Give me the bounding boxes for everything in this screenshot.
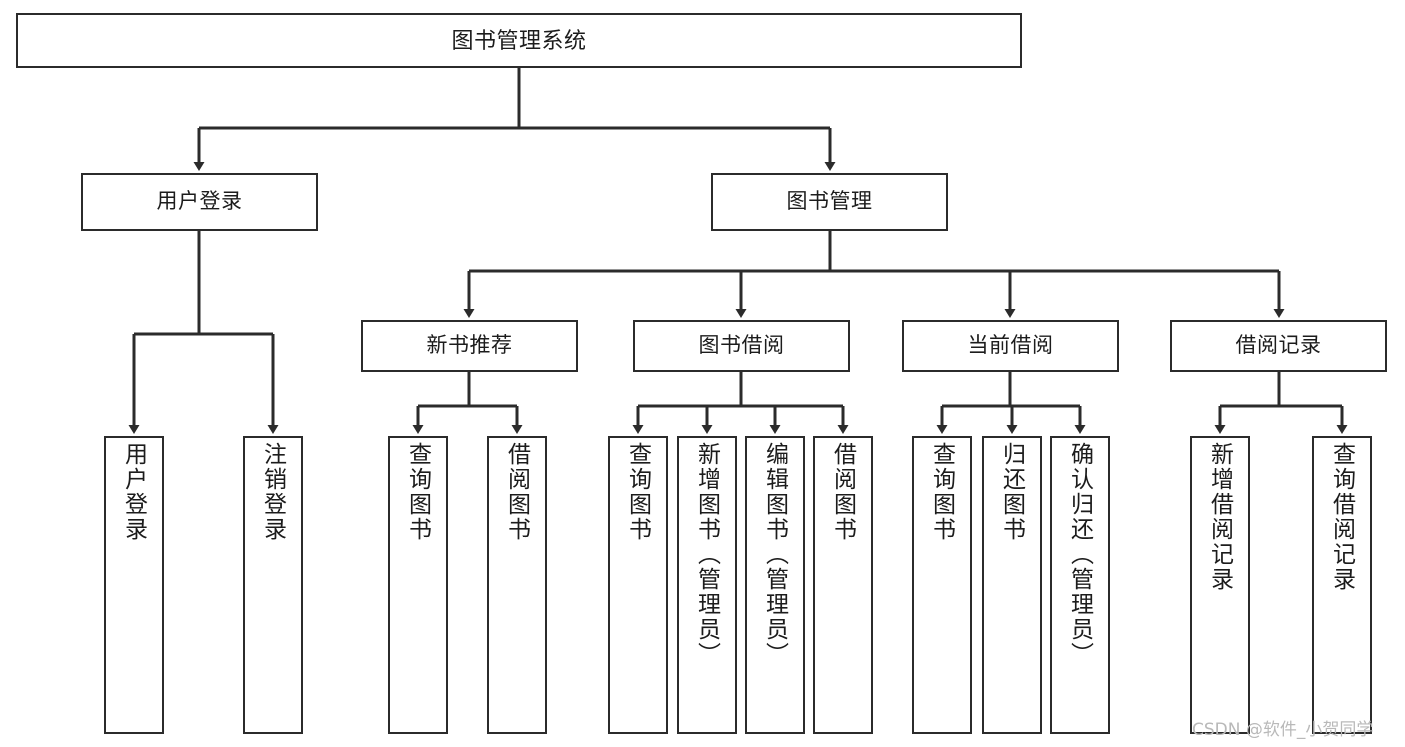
node-leaf-return-book[interactable]: 归还图书 [982, 436, 1042, 734]
watermark-text: CSDN @软件_小贺同学 [1192, 720, 1374, 740]
node-user-login[interactable]: 用户登录 [81, 173, 318, 231]
node-new-book-recommend-label: 新书推荐 [426, 333, 513, 357]
node-current-borrow-label: 当前借阅 [967, 333, 1054, 357]
node-leaf-query-book-2-label: 查询图书 [625, 442, 652, 542]
node-book-borrow[interactable]: 图书借阅 [633, 320, 850, 372]
node-book-manage-label: 图书管理 [786, 189, 873, 213]
node-leaf-add-borrow-record-label: 新增借阅记录 [1207, 442, 1234, 592]
node-leaf-query-book-1-label: 查询图书 [405, 442, 432, 542]
node-leaf-query-book-1[interactable]: 查询图书 [388, 436, 448, 734]
node-borrow-record-label: 借阅记录 [1235, 333, 1322, 357]
node-leaf-borrow-book-1[interactable]: 借阅图书 [487, 436, 547, 734]
node-current-borrow[interactable]: 当前借阅 [902, 320, 1119, 372]
node-book-borrow-label: 图书借阅 [698, 333, 785, 357]
node-leaf-borrow-book-1-label: 借阅图书 [504, 442, 531, 542]
node-new-book-recommend[interactable]: 新书推荐 [361, 320, 578, 372]
node-leaf-return-book-label: 归还图书 [999, 442, 1026, 542]
node-root[interactable]: 图书管理系统 [16, 13, 1022, 68]
node-leaf-edit-book[interactable]: 编辑图书（管理员） [745, 436, 805, 734]
node-leaf-add-borrow-record[interactable]: 新增借阅记录 [1190, 436, 1250, 734]
node-leaf-add-book-label: 新增图书（管理员） [694, 442, 721, 667]
node-leaf-confirm-return-label: 确认归还（管理员） [1067, 442, 1094, 667]
node-leaf-query-book-2[interactable]: 查询图书 [608, 436, 668, 734]
node-leaf-query-book-3[interactable]: 查询图书 [912, 436, 972, 734]
node-borrow-record[interactable]: 借阅记录 [1170, 320, 1387, 372]
node-leaf-borrow-book-2[interactable]: 借阅图书 [813, 436, 873, 734]
node-leaf-query-borrow-record[interactable]: 查询借阅记录 [1312, 436, 1372, 734]
node-leaf-query-book-3-label: 查询图书 [929, 442, 956, 542]
node-leaf-user-login-label: 用户登录 [121, 442, 148, 542]
node-leaf-edit-book-label: 编辑图书（管理员） [762, 442, 789, 667]
node-leaf-borrow-book-2-label: 借阅图书 [830, 442, 857, 542]
node-book-manage[interactable]: 图书管理 [711, 173, 948, 231]
node-leaf-user-logout-label: 注销登录 [260, 442, 287, 542]
node-leaf-add-book[interactable]: 新增图书（管理员） [677, 436, 737, 734]
node-leaf-query-borrow-record-label: 查询借阅记录 [1329, 442, 1356, 592]
node-user-login-label: 用户登录 [156, 189, 243, 213]
node-leaf-user-logout[interactable]: 注销登录 [243, 436, 303, 734]
node-leaf-confirm-return[interactable]: 确认归还（管理员） [1050, 436, 1110, 734]
node-leaf-user-login[interactable]: 用户登录 [104, 436, 164, 734]
node-root-label: 图书管理系统 [451, 27, 587, 53]
